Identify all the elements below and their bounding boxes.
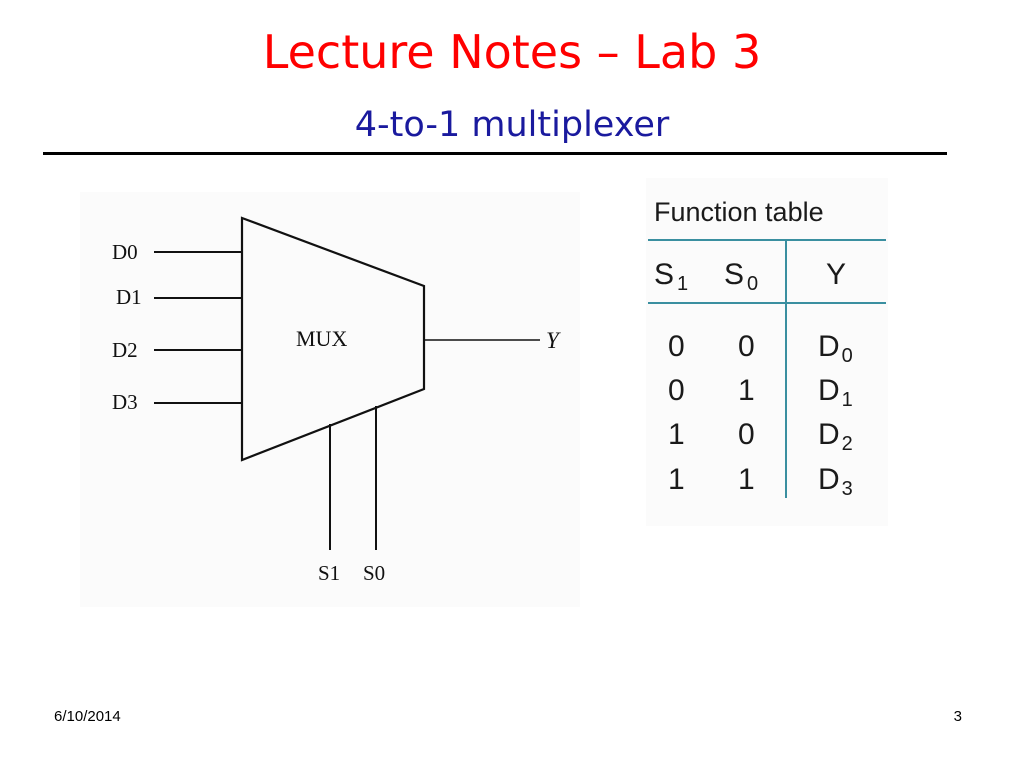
row-3-y-base: D: [818, 418, 840, 451]
input-label-d3: D3: [112, 390, 138, 414]
header-s1-base: S: [654, 258, 674, 291]
page-number: 3: [953, 708, 962, 725]
header-y: Y: [826, 258, 846, 291]
select-label-s0: S0: [363, 561, 385, 585]
row-4-y-sub: 3: [842, 478, 853, 500]
title-divider: [43, 152, 947, 155]
input-label-d0: D0: [112, 240, 138, 264]
row-2-s0: 1: [738, 374, 755, 407]
header-s0-base: S: [724, 258, 744, 291]
mux-diagram: D0 D1 D2 D3 MUX Y S1 S0: [80, 192, 580, 607]
row-2-y-sub: 1: [842, 389, 853, 411]
mux-diagram-svg: D0 D1 D2 D3 MUX Y S1 S0: [112, 216, 561, 585]
mux-block-label: MUX: [296, 326, 347, 351]
output-label-y: Y: [546, 328, 561, 353]
row-2-s1: 0: [668, 374, 685, 407]
header-s0-sub: 0: [747, 273, 758, 295]
row-3-s0: 0: [738, 418, 755, 451]
row-1-s1: 0: [668, 330, 685, 363]
row-1-y-base: D: [818, 330, 840, 363]
header-s1-sub: 1: [677, 273, 688, 295]
row-4-s1: 1: [668, 463, 685, 496]
row-4-y-base: D: [818, 463, 840, 496]
row-4-s0: 1: [738, 463, 755, 496]
slide-title: Lecture Notes – Lab 3: [262, 25, 762, 79]
row-2-y-base: D: [818, 374, 840, 407]
mux-block: [240, 216, 426, 462]
function-table-caption: Function table: [654, 197, 824, 227]
footer-date: 6/10/2014: [54, 708, 121, 725]
row-1-s0: 0: [738, 330, 755, 363]
input-label-d2: D2: [112, 338, 138, 362]
row-3-y-sub: 2: [842, 433, 853, 455]
input-label-d1: D1: [116, 285, 142, 309]
slide-subtitle: 4-to-1 multiplexer: [354, 105, 670, 145]
select-label-s1: S1: [318, 561, 340, 585]
row-3-s1: 1: [668, 418, 685, 451]
row-1-y-sub: 0: [842, 345, 853, 367]
